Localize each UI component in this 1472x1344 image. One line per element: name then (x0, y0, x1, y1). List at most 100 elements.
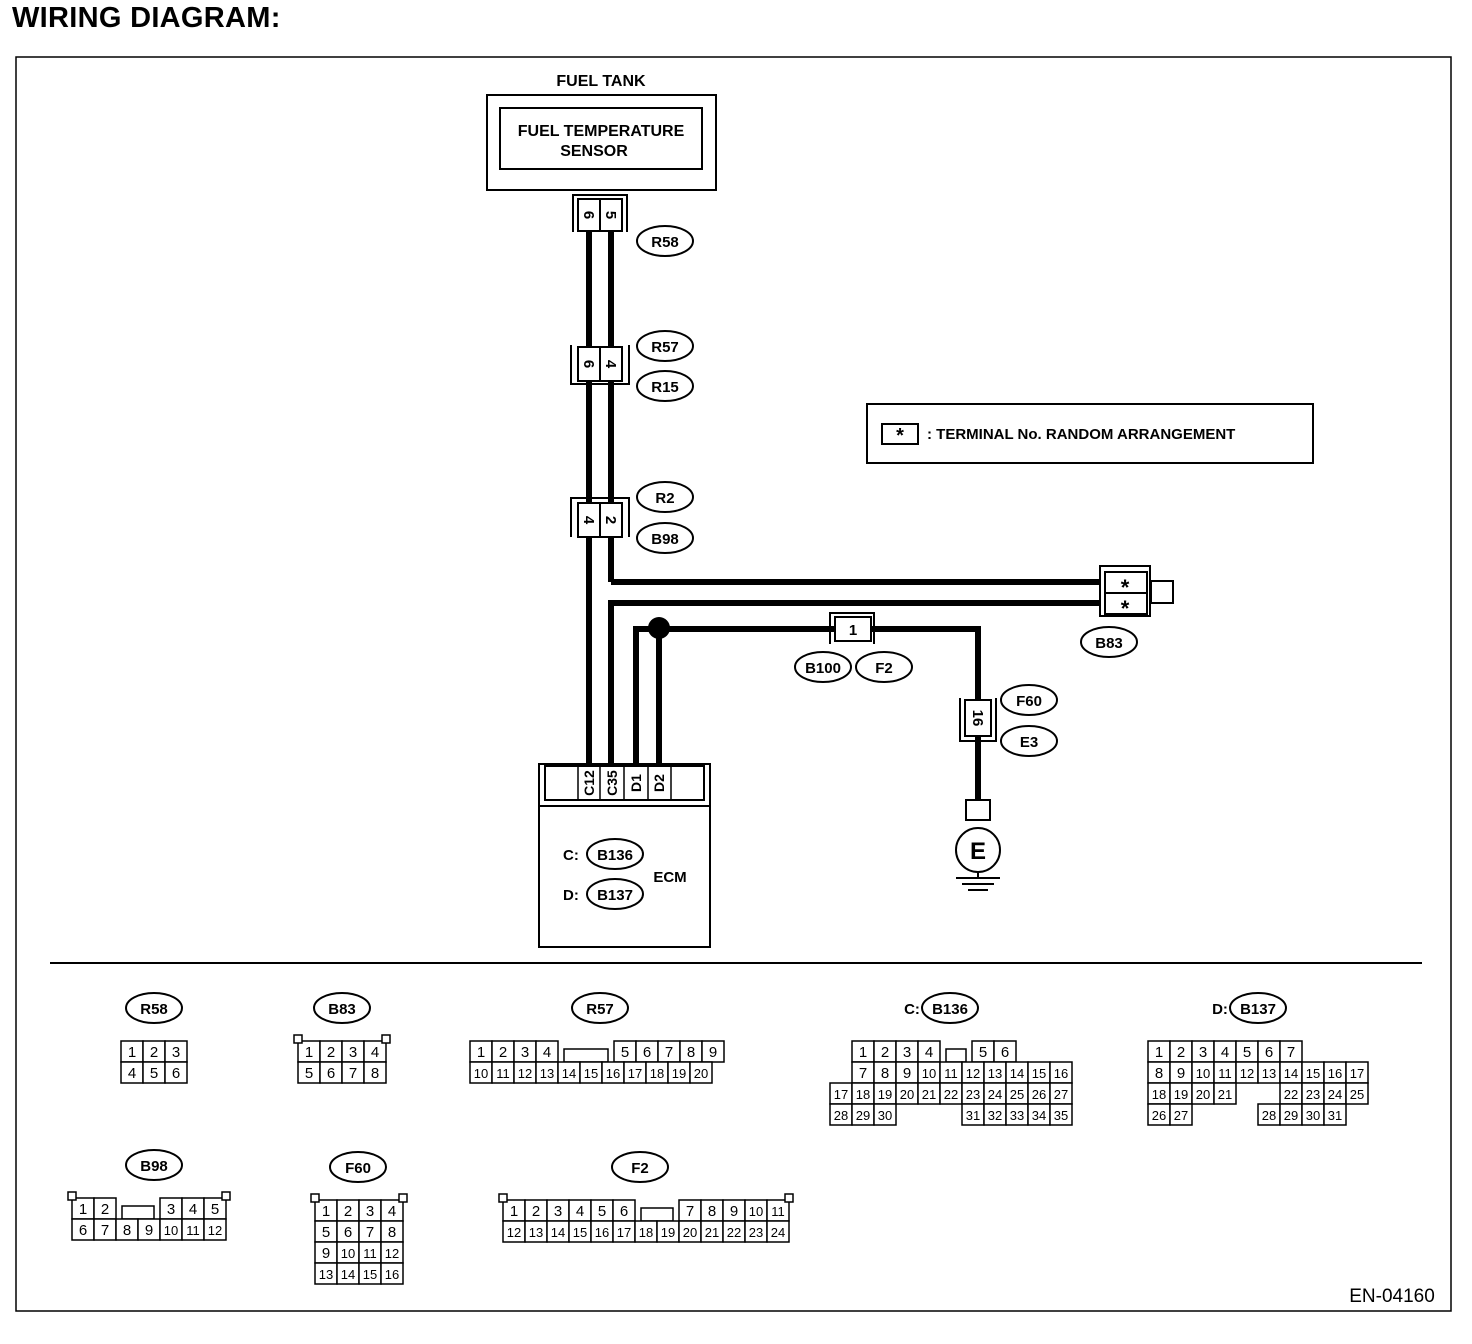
face-f60-latch (310, 1193, 320, 1203)
face-b137-prefix: D: (1212, 1001, 1228, 1018)
face-b136-pin: 21 (922, 1087, 936, 1102)
face-f60-pin: 8 (388, 1224, 396, 1241)
face-f2-pin: 3 (554, 1203, 562, 1220)
diagram-frame (15, 56, 1452, 1312)
face-r58-pin: 5 (150, 1065, 158, 1082)
face-f60-pin: 15 (363, 1267, 377, 1282)
face-f2-pin: 6 (620, 1203, 628, 1220)
face-b137-cell (1323, 1103, 1347, 1126)
face-r57-pin: 9 (709, 1044, 717, 1061)
face-b136-pin: 19 (878, 1087, 892, 1102)
ecm-pin-c12: C12 (581, 770, 597, 796)
ecm-b137-id: B137 (597, 887, 633, 904)
face-b136-pin: 15 (1032, 1066, 1046, 1081)
face-r57-pin: 15 (584, 1066, 598, 1081)
face-b137-pin: 8 (1155, 1065, 1163, 1082)
face-f2-pin: 2 (532, 1203, 540, 1220)
face-f2-pin: 10 (749, 1204, 763, 1219)
face-r57-oval (571, 992, 629, 1024)
face-f2-pin: 16 (595, 1225, 609, 1240)
face-f2-pin: 24 (771, 1225, 785, 1240)
face-b83-pin: 3 (349, 1044, 357, 1061)
face-r57-cell (689, 1061, 713, 1084)
f60-id-oval (1000, 684, 1058, 716)
face-f2-pin: 9 (730, 1203, 738, 1220)
face-b136-pin: 3 (903, 1044, 911, 1061)
face-b136-cell (1049, 1103, 1073, 1126)
face-f60-pin: 4 (388, 1203, 396, 1220)
face-f2-pin: 13 (529, 1225, 543, 1240)
face-b83-pin: 4 (371, 1044, 379, 1061)
ecm-pin-d2: D2 (651, 774, 667, 792)
face-b98-key (121, 1205, 155, 1220)
r57-pin-left: 6 (580, 360, 597, 368)
face-b136-pin: 35 (1054, 1108, 1068, 1123)
face-f60-pin: 10 (341, 1246, 355, 1261)
r57-id-oval (636, 330, 694, 362)
face-r58-pin: 4 (128, 1065, 136, 1082)
face-r57-pin: 4 (543, 1044, 551, 1061)
r15-id-oval (636, 370, 694, 402)
face-f60-pin: 12 (385, 1246, 399, 1261)
face-r57-pin: 3 (521, 1044, 529, 1061)
face-r57-key (563, 1048, 609, 1063)
face-b136-pin: 9 (903, 1065, 911, 1082)
face-r57-pin: 8 (687, 1044, 695, 1061)
face-f2-pin: 4 (576, 1203, 584, 1220)
face-b137-pin: 29 (1284, 1108, 1298, 1123)
face-b136-pin: 23 (966, 1087, 980, 1102)
face-r57-pin: 10 (474, 1066, 488, 1081)
e3-id-oval (1000, 725, 1058, 757)
terminal-legend: * : TERMINAL No. RANDOM ARRANGEMENT (866, 403, 1314, 464)
face-b136-pin: 28 (834, 1108, 848, 1123)
r58-pin-left: 6 (580, 211, 597, 219)
b100-id-oval (794, 651, 852, 683)
face-f2-pin: 1 (510, 1203, 518, 1220)
face-b83-pin: 2 (327, 1044, 335, 1061)
face-f2-pin: 15 (573, 1225, 587, 1240)
face-r57-pin: 2 (499, 1044, 507, 1061)
f60-pin: 16 (969, 710, 986, 727)
r2-pin-right: 2 (602, 516, 619, 524)
b98-id-oval (636, 522, 694, 554)
face-b137-pin: 16 (1328, 1066, 1342, 1081)
ecm-b136-oval (586, 838, 644, 870)
face-r57-pin: 19 (672, 1066, 686, 1081)
face-f60-pin: 9 (322, 1245, 330, 1262)
face-r57-pin: 17 (628, 1066, 642, 1081)
face-r57-pin: 14 (562, 1066, 576, 1081)
face-r58-pin: 6 (172, 1065, 180, 1082)
face-f2-pin: 8 (708, 1203, 716, 1220)
face-f2-pin: 11 (771, 1204, 785, 1219)
face-b136-pin: 17 (834, 1087, 848, 1102)
face-r58-pin: 1 (128, 1044, 136, 1061)
face-r58-cell (164, 1061, 188, 1084)
face-f2-latch (784, 1193, 794, 1203)
face-b136-pin: 30 (878, 1108, 892, 1123)
ecm-pin-d1: D1 (628, 774, 644, 792)
face-b136-pin: 32 (988, 1108, 1002, 1123)
face-b137-pin: 25 (1350, 1087, 1364, 1102)
face-r57-pin: 12 (518, 1066, 532, 1081)
b100-pin: 1 (849, 622, 857, 639)
b83-id-oval (1080, 626, 1138, 658)
face-r57-pin: 18 (650, 1066, 664, 1081)
face-b136-oval (921, 992, 979, 1024)
ecm-pin-c35: C35 (604, 770, 620, 796)
r2-id-oval (636, 481, 694, 513)
face-f60-id: F60 (345, 1160, 371, 1177)
face-b136-pin: 33 (1010, 1108, 1024, 1123)
wire-ground-run (659, 626, 981, 800)
face-b137-pin: 30 (1306, 1108, 1320, 1123)
face-b136-pin: 13 (988, 1066, 1002, 1081)
face-b83-pin: 7 (349, 1065, 357, 1082)
face-b136-pin: 5 (979, 1044, 987, 1061)
b100-id: B100 (805, 660, 841, 677)
face-f60-oval (329, 1151, 387, 1183)
face-f2-key (640, 1207, 674, 1222)
face-f60-pin: 11 (363, 1246, 377, 1261)
face-b137-pin: 28 (1262, 1108, 1276, 1123)
